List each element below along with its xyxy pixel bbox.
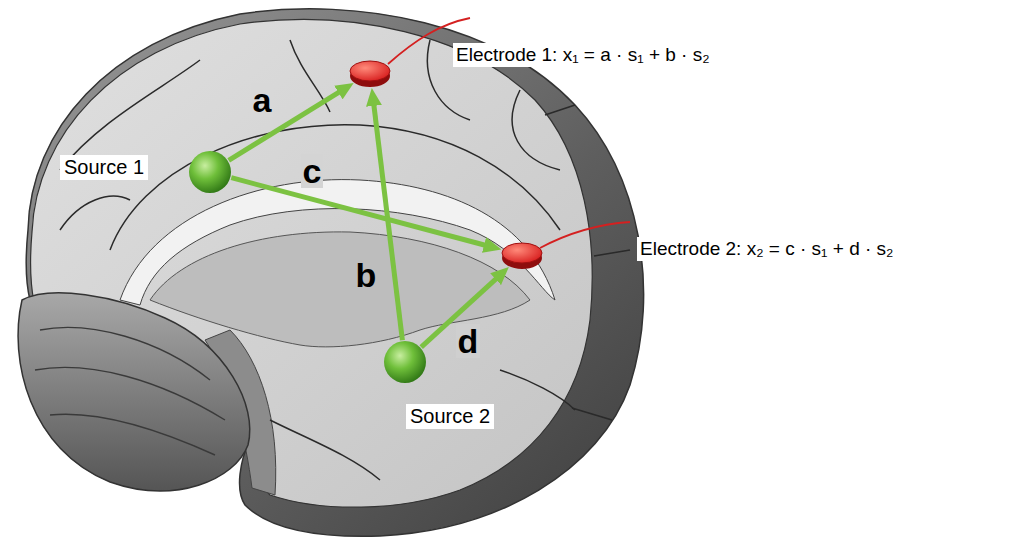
weight-label: b: [354, 258, 379, 292]
electrode-disc: Electrode 1: x₁ = a · s₁ + b · s₂: [348, 58, 392, 88]
source-sphere: Source 1: [188, 150, 232, 194]
disc-graphic: [348, 58, 392, 88]
electrode-equation: Electrode 1: x₁ = a · s₁ + b · s₂: [453, 43, 713, 67]
source-label: Source 1: [60, 155, 148, 180]
cerebellum: [18, 293, 250, 491]
source-label: Source 2: [406, 404, 494, 429]
weight-label: c: [301, 154, 324, 188]
weight-label: d: [456, 324, 481, 358]
electrode-disc: Electrode 2: x₂ = c · s₁ + d · s₂: [500, 240, 544, 270]
sphere-graphic: [383, 340, 427, 384]
weight-label: a: [251, 83, 274, 117]
projection-arrow: [231, 178, 492, 247]
sulci: [60, 40, 630, 480]
disc-graphic: [500, 240, 544, 270]
cerebellum-folds: [35, 327, 225, 455]
source-sphere: Source 2: [383, 340, 427, 384]
sphere-graphic: [188, 150, 232, 194]
electrode-wire: [540, 222, 630, 248]
projection-arrow: [229, 88, 346, 160]
electrode-equation: Electrode 2: x₂ = c · s₁ + d · s₂: [637, 237, 896, 261]
